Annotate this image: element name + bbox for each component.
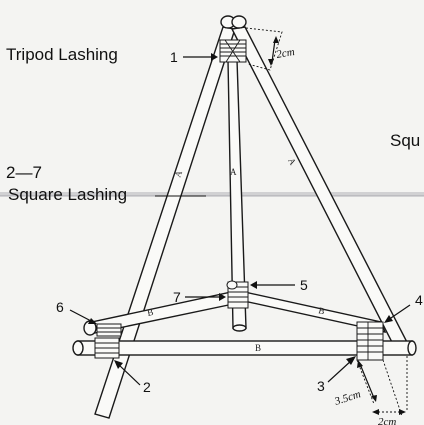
pole-letter-b-bottom: B <box>255 343 261 353</box>
svg-text:5: 5 <box>300 277 308 293</box>
callout-4: 4 <box>384 292 423 323</box>
pole-letter-b-left: B <box>146 307 154 318</box>
square-lashing-left-lower <box>94 337 120 359</box>
tripod-lashing-top <box>219 39 247 63</box>
callout-3: 3 <box>317 356 356 394</box>
pole-letter-a-right: A <box>286 156 298 167</box>
pole-letter-a-center: A <box>230 167 237 177</box>
callout-2: 2 <box>114 360 151 395</box>
svg-text:2: 2 <box>143 379 151 395</box>
pole-letter-a-left: A <box>172 169 184 179</box>
range-label: 2—7 <box>6 163 42 182</box>
square-lashing-label: Square Lashing <box>8 185 127 204</box>
callout-5: 5 <box>250 277 308 293</box>
callout-1: 1 <box>170 49 218 65</box>
svg-text:2cm: 2cm <box>275 46 295 61</box>
svg-text:2cm: 2cm <box>378 416 396 425</box>
callout-6: 6 <box>56 299 97 324</box>
svg-text:3: 3 <box>317 378 325 394</box>
square-lashing-center <box>226 280 249 309</box>
square-lashing-label-cut: Squ <box>390 131 420 150</box>
dimension-top-gap: 2cm <box>245 27 296 71</box>
tripod-lashing-label: Tripod Lashing <box>6 45 118 64</box>
pole-letter-b-right: B <box>318 305 326 316</box>
svg-text:6: 6 <box>56 299 64 315</box>
dimension-lash-span: 3.5cm <box>332 359 377 408</box>
square-lashing-right <box>356 321 384 361</box>
svg-text:4: 4 <box>415 292 423 308</box>
pole-b-bottom <box>72 340 417 356</box>
svg-text:1: 1 <box>170 49 178 65</box>
svg-text:3.5cm: 3.5cm <box>332 388 362 408</box>
square-lashing-left-upper <box>96 323 122 337</box>
fold-line <box>0 192 424 196</box>
dimension-end-gap: 2cm <box>372 356 408 425</box>
callout-7: 7 <box>173 289 226 305</box>
svg-text:7: 7 <box>173 289 181 305</box>
